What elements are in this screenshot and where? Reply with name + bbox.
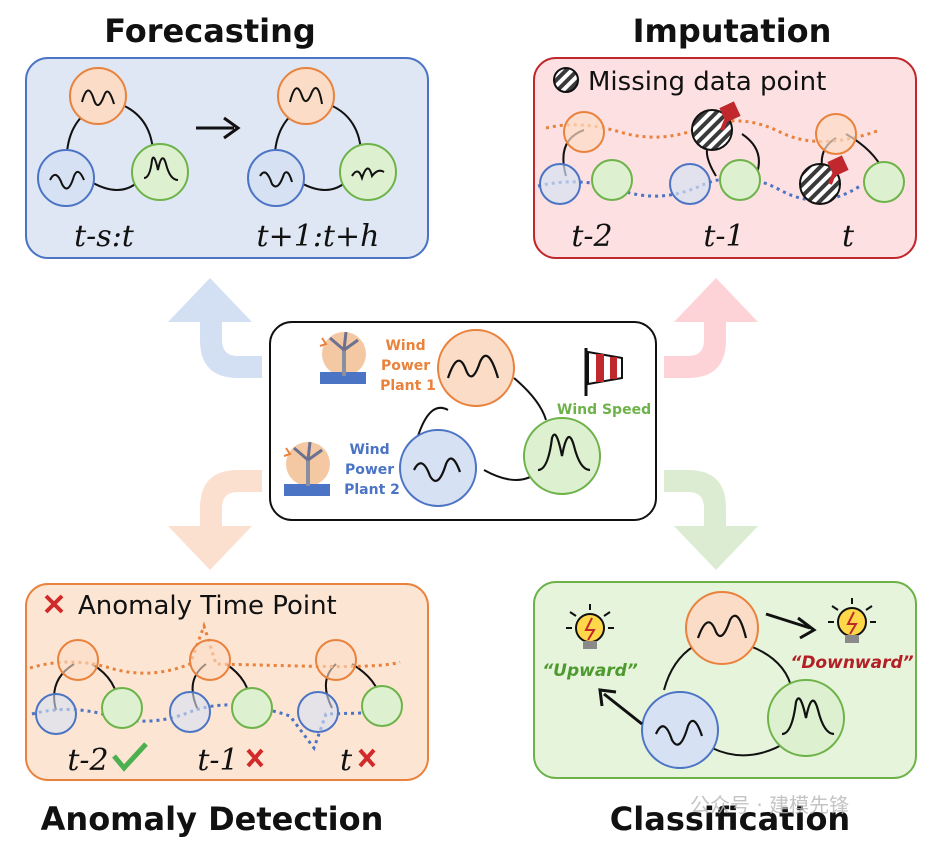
node-orange: [189, 639, 231, 681]
center-panel: Wind Power Plant 1 Wind Power Plant 2 Wi…: [269, 321, 657, 521]
node-green: [339, 143, 397, 201]
node-orange: [563, 111, 605, 153]
imputation-label-t1: t-1: [703, 219, 744, 254]
title-imputation: Imputation: [633, 12, 832, 50]
cross-icon: [358, 748, 376, 768]
lightbulb-icon: [828, 598, 876, 643]
node-blue: [641, 691, 719, 769]
forecast-right-label: t+1:t+h: [257, 219, 380, 254]
anomaly-legend: Anomaly Time Point: [78, 591, 337, 621]
cross-icon: [44, 594, 64, 614]
node-green: [231, 687, 273, 729]
title-anomaly-detection: Anomaly Detection: [41, 800, 384, 838]
node-orange: [69, 67, 127, 125]
node-blue: [35, 693, 77, 735]
anomaly-label-t: t: [340, 743, 353, 778]
downward-label: “Downward”: [790, 653, 913, 673]
imputation-label-t2: t-2: [571, 219, 612, 254]
node-blue: [399, 429, 477, 507]
node-orange: [315, 639, 357, 681]
forecast-arrow-icon: [196, 116, 241, 140]
forecasting-panel: t-s:t t+1:t+h: [25, 57, 429, 259]
forecast-left-label: t-s:t: [74, 219, 135, 254]
imputation-panel: Missing data point t-2 t-1 t: [533, 57, 917, 259]
arrow-to-anomaly: [168, 470, 262, 570]
node-blue: [247, 149, 305, 207]
arrow-upward-icon: [598, 688, 643, 726]
title-classification: Classification: [610, 800, 850, 838]
node-orange: [437, 329, 515, 407]
lightbulb-icon: [566, 604, 614, 649]
node-green: [131, 143, 189, 201]
anomaly-label-t2: t-2: [67, 743, 108, 778]
title-forecasting: Forecasting: [104, 12, 316, 50]
node-orange: [685, 591, 759, 665]
imputation-legend: Missing data point: [588, 67, 826, 97]
missing-node-orange: [691, 109, 733, 151]
node-blue: [169, 691, 211, 733]
node-green: [101, 687, 143, 729]
missing-data-icon: [553, 67, 579, 93]
node-green: [719, 159, 761, 201]
paint-bucket-icon: [719, 101, 741, 131]
windsock-icon: [584, 348, 623, 396]
wind-turbine-icon: [319, 331, 366, 384]
check-icon: [112, 742, 148, 772]
missing-node-blue: [799, 163, 841, 205]
wind-turbine-icon: [283, 441, 330, 496]
arrow-downward-icon: [765, 612, 817, 640]
node-green: [863, 161, 905, 203]
upward-label: “Upward”: [542, 661, 638, 681]
node-blue: [297, 691, 339, 733]
forecast-graph-left: [37, 67, 189, 207]
arrow-to-classification: [664, 470, 758, 570]
node-orange: [277, 67, 335, 125]
wind-speed-label: Wind Speed: [557, 402, 651, 418]
anomaly-label-t1: t-1: [197, 743, 238, 778]
node-orange: [57, 639, 99, 681]
watermark: 公众号 · 建模先锋: [690, 793, 849, 817]
arrow-to-imputation: [664, 278, 758, 378]
node-blue: [37, 149, 95, 207]
paint-bucket-icon: [827, 155, 849, 185]
classification-panel: “Upward” “Downward”: [533, 581, 917, 779]
forecast-graph-right: [247, 67, 397, 207]
node-green: [591, 159, 633, 201]
anomaly-panel: Anomaly Time Point t-2 t-1 t: [25, 583, 429, 781]
cross-icon: [246, 748, 264, 768]
plant1-label: Wind Power Plant 1: [380, 338, 436, 394]
plant2-label: Wind Power Plant 2: [344, 442, 400, 498]
node-orange: [815, 113, 857, 155]
arrow-to-forecasting: [168, 278, 262, 378]
node-blue: [539, 163, 581, 205]
node-green: [361, 685, 403, 727]
imputation-label-t: t: [842, 219, 855, 254]
node-blue: [669, 163, 711, 205]
